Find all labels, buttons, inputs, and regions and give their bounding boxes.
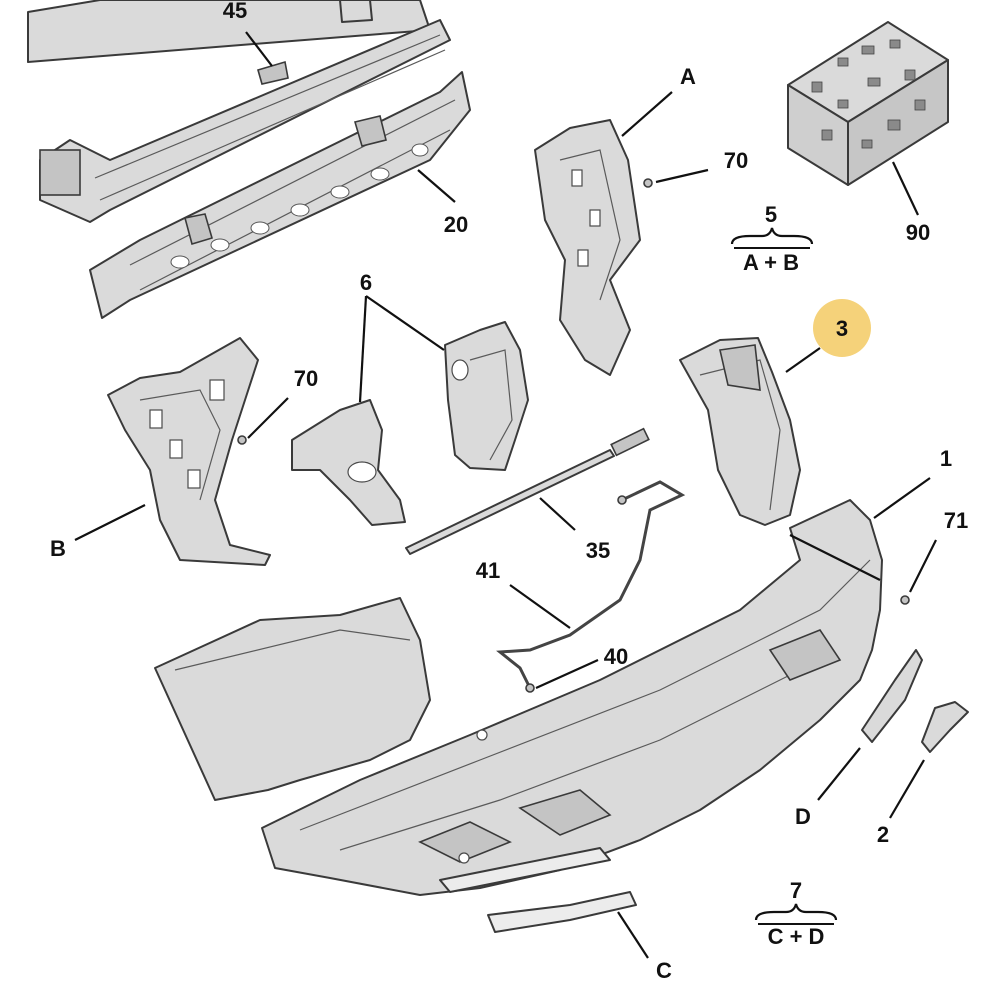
callout-1: 1 (940, 446, 952, 471)
callout-70-top: 70 (724, 148, 748, 173)
part-3-side-trim (679, 337, 801, 526)
callout-90: 90 (906, 220, 930, 245)
callout-35: 35 (586, 538, 610, 563)
part-90-fastener-kit (787, 21, 949, 186)
part-6-brackets (291, 321, 529, 526)
group-brace-5 (730, 227, 814, 249)
callout-B: B (50, 536, 66, 561)
part-C-strip (487, 891, 637, 933)
callout-2: 2 (877, 822, 889, 847)
callout-40: 40 (604, 644, 628, 669)
group-brace-7 (754, 903, 838, 925)
part-45-bumper-beam (27, 0, 451, 223)
callout-C: C (656, 958, 672, 983)
callout-A: A (680, 64, 696, 89)
part-41-harness (496, 480, 686, 693)
callout-5: 5 (765, 202, 777, 227)
part-B-bracket (107, 337, 271, 566)
leader-lines (74, 31, 937, 959)
highlight-3-circle (813, 299, 871, 357)
callout-45: 45 (223, 0, 247, 23)
part-1-bumper-cover (154, 499, 883, 896)
callout-7: 7 (790, 878, 802, 903)
callout-6: 6 (360, 270, 372, 295)
callout-D: D (795, 804, 811, 829)
part-D-trim (861, 649, 923, 743)
callout-labels: 45 20 A 70 5 A + B 90 6 70 3 B 1 71 35 4… (50, 0, 968, 983)
group-5-members: A + B (743, 250, 799, 275)
part-35-rod (405, 427, 650, 555)
callout-3: 3 (836, 316, 848, 341)
part-A-bracket (534, 119, 641, 376)
callout-41: 41 (476, 558, 500, 583)
callout-71: 71 (944, 508, 968, 533)
callout-70-left: 70 (294, 366, 318, 391)
group-7-members: C + D (768, 924, 825, 949)
part-20-absorber (89, 71, 471, 319)
callout-20: 20 (444, 212, 468, 237)
part-2-cover (921, 701, 969, 753)
screws (237, 178, 910, 605)
